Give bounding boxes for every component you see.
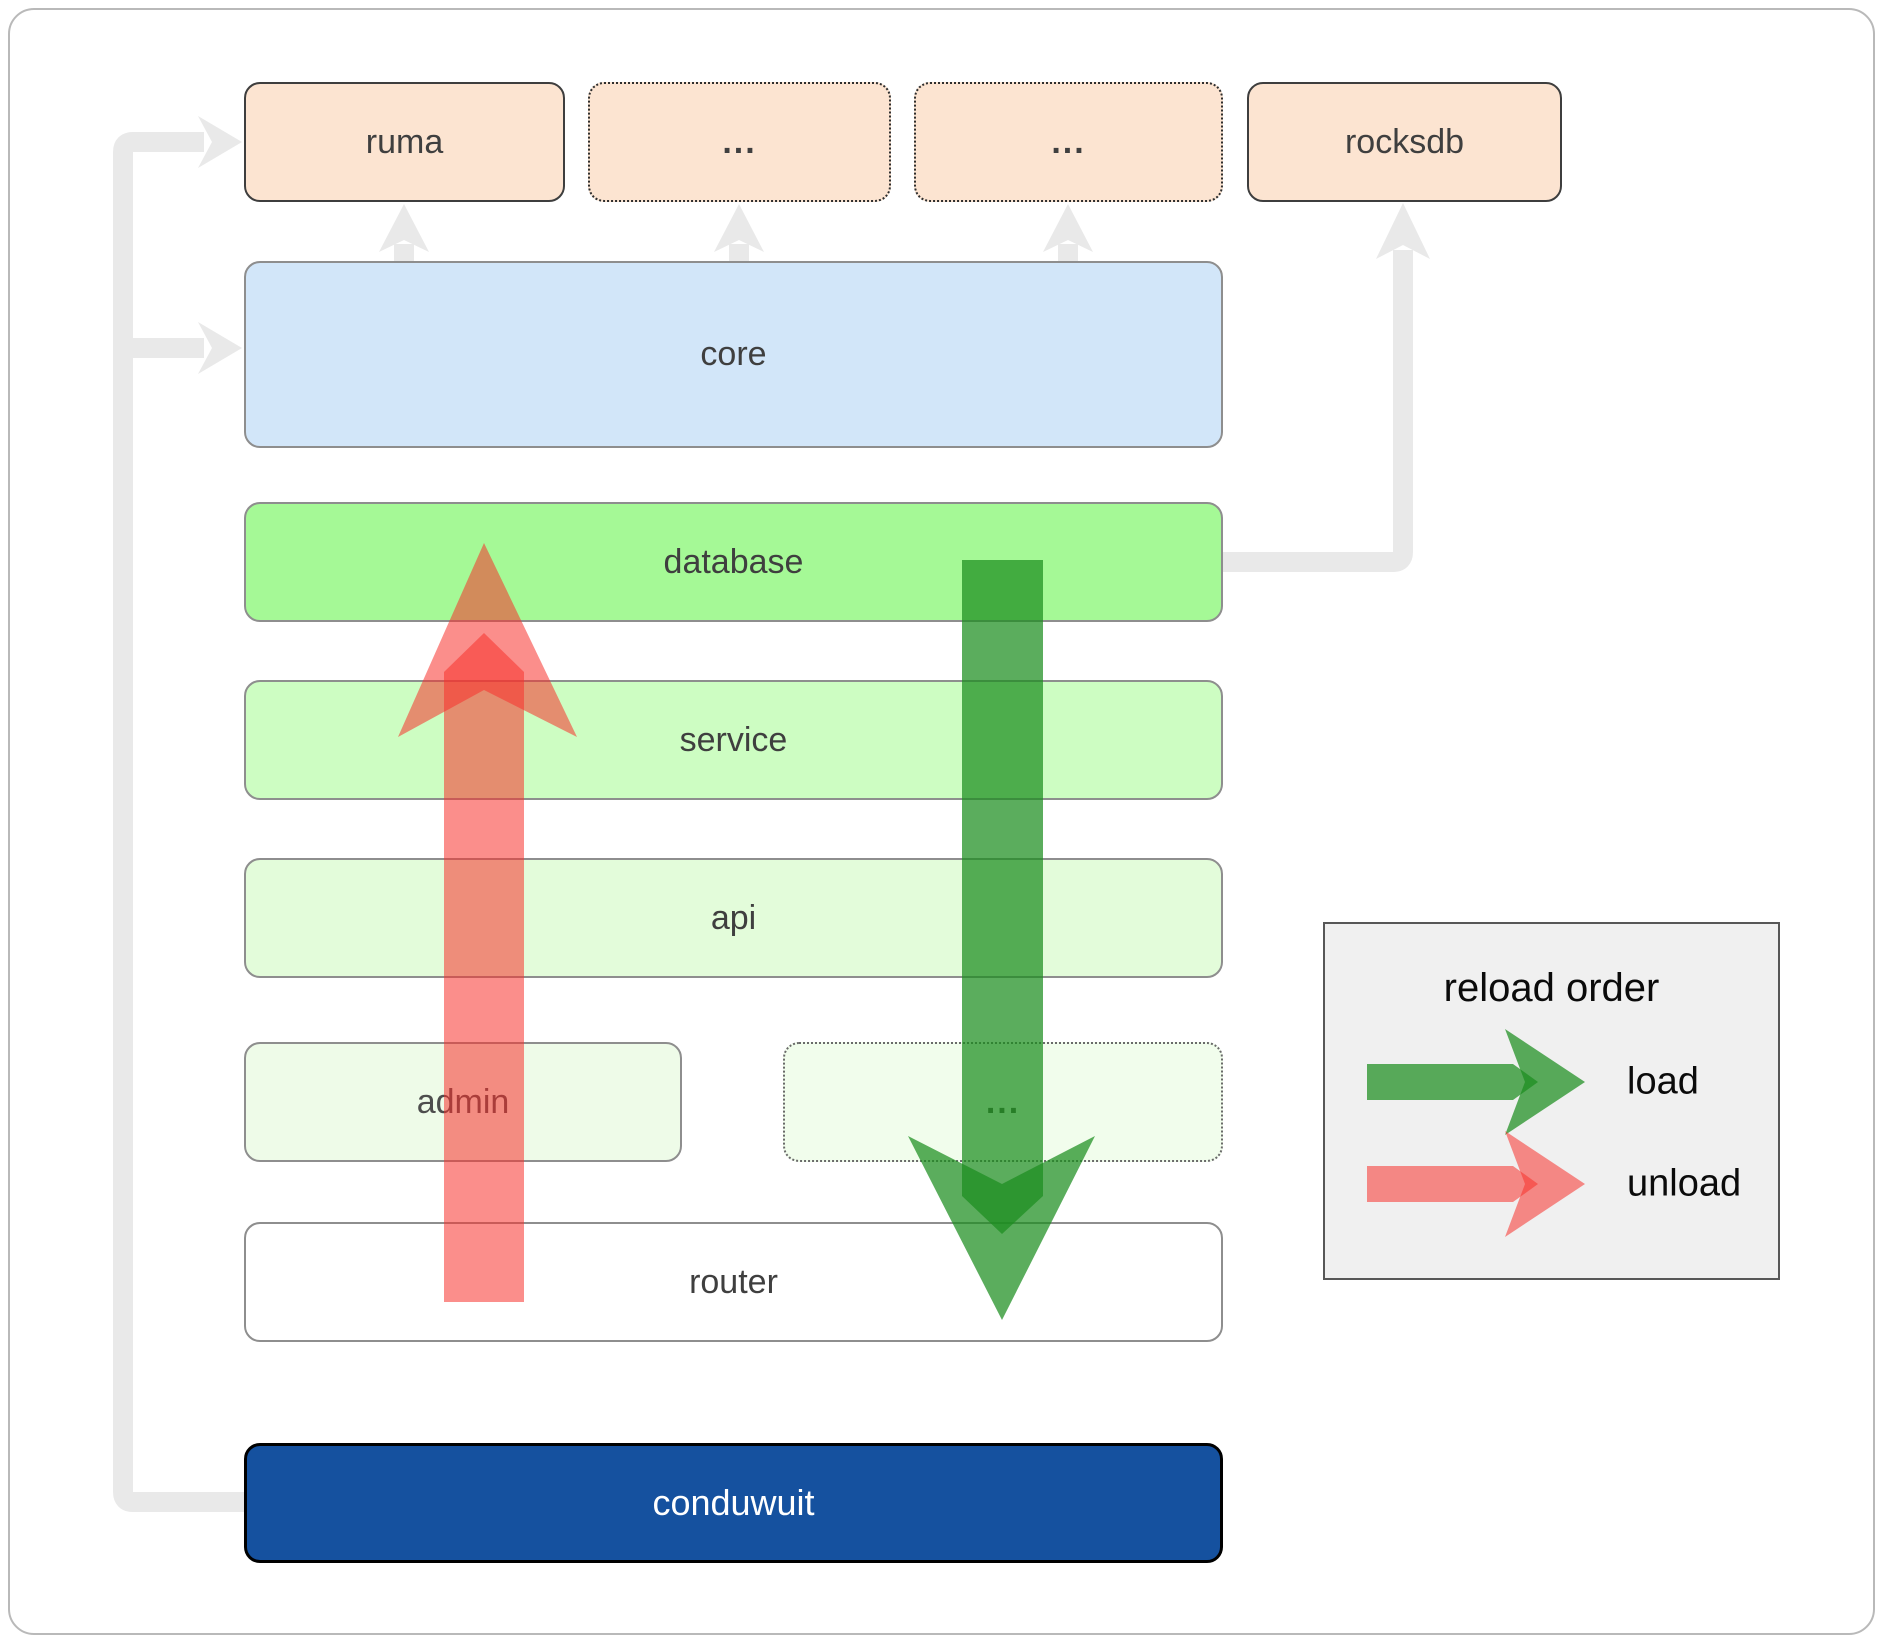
node-api-label: api [710,898,757,937]
node-api: api [244,858,1223,978]
node-database: database [244,502,1223,622]
node-router: router [244,1222,1223,1342]
node-service: service [244,680,1223,800]
legend-row-load: load [1325,1027,1778,1137]
legend-title: reload order [1443,966,1660,1010]
node-admin: admin [244,1042,682,1162]
unload-arrow-icon [1367,1131,1585,1237]
node-service-module-more: ... [783,1042,1223,1162]
legend-row-unload: unload [1325,1129,1778,1239]
diagram-outer-border [8,8,1875,1635]
node-conduwuit-label: conduwuit [652,1482,815,1523]
node-ruma: ruma [244,82,565,202]
load-arrow-icon [1367,1029,1585,1135]
node-service-label: service [679,720,788,759]
node-service-module-more-label: ... [985,1082,1021,1121]
legend-unload-label: unload [1627,1162,1742,1205]
node-conduwuit: conduwuit [244,1443,1223,1563]
legend-reload-order: reload order load unload [1323,922,1780,1280]
node-rocksdb: rocksdb [1247,82,1562,202]
node-external-crate-2: ... [914,82,1223,202]
node-database-label: database [663,542,804,581]
legend-load-label: load [1627,1060,1699,1103]
node-core-label: core [700,335,767,373]
node-admin-label: admin [416,1082,510,1121]
node-core: core [244,261,1223,448]
node-ruma-label: ruma [365,122,444,161]
node-external-crate-2-label: ... [1051,122,1086,161]
node-rocksdb-label: rocksdb [1344,122,1465,161]
node-external-crate-1: ... [588,82,891,202]
node-router-label: router [689,1262,778,1301]
node-external-crate-1-label: ... [722,122,757,161]
